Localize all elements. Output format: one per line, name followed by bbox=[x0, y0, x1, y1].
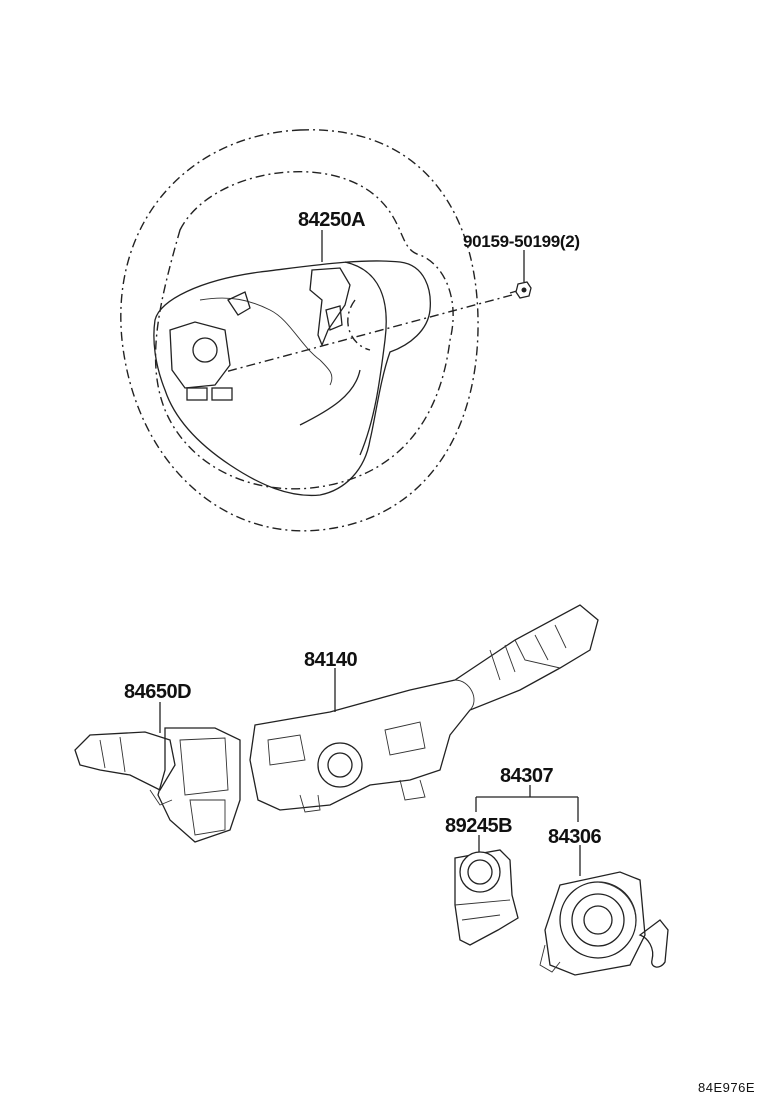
spiral-cable-label: 84306 bbox=[548, 826, 601, 848]
airbag-pad-part bbox=[153, 260, 431, 497]
spiral-cable-assy-label: 84307 bbox=[500, 765, 553, 787]
combination-switch-label: 84140 bbox=[304, 649, 357, 671]
spiral-cable-part bbox=[539, 871, 669, 976]
steering-sensor-part bbox=[454, 849, 519, 946]
combination-switch-part bbox=[249, 604, 599, 813]
wiper-switch-label: 84650D bbox=[124, 681, 191, 703]
illustration-code: 84E976E bbox=[698, 1080, 755, 1095]
steering-wheel-outline bbox=[120, 129, 479, 532]
leader-lines bbox=[159, 230, 581, 876]
airbag-label: 84250A bbox=[298, 209, 365, 231]
wiper-switch-part bbox=[74, 727, 241, 843]
bolt-label: 90159-50199(2) bbox=[463, 232, 580, 251]
bolt-part bbox=[509, 281, 532, 299]
steering-sensor-label: 89245B bbox=[445, 815, 512, 837]
